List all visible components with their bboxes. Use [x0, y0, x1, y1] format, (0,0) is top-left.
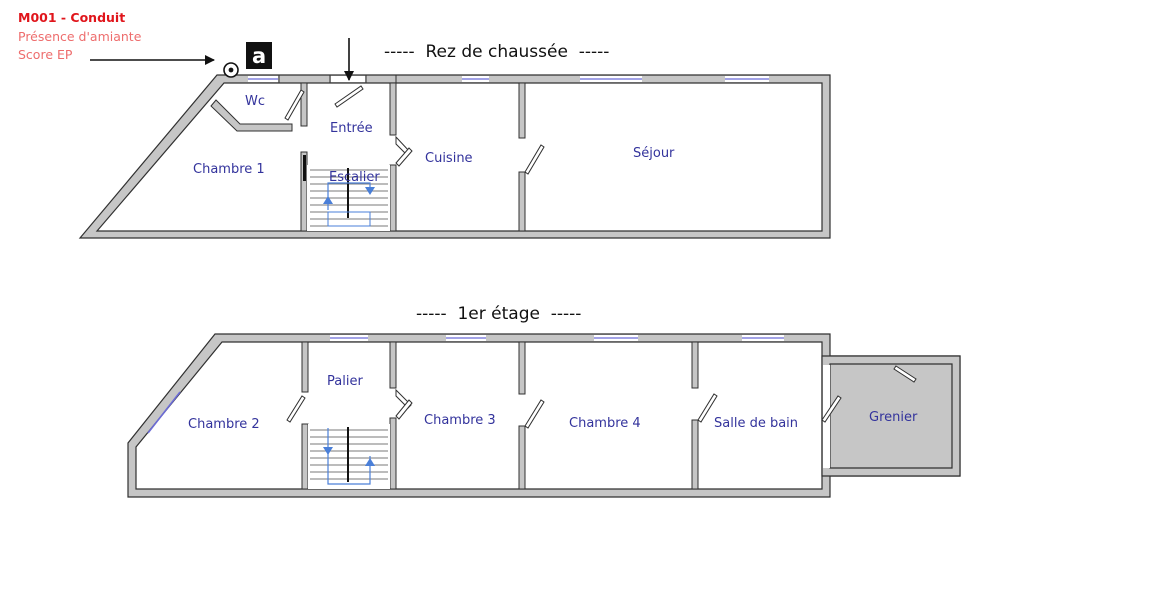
marker-badge: [246, 42, 272, 69]
legend: M001 - Conduit Présence d'amiante Score …: [18, 9, 141, 65]
stair-up-arrow-icon: [323, 196, 333, 204]
room-label-chambre2: Chambre 2: [188, 417, 260, 432]
sample-marker: a: [223, 42, 272, 78]
ground-floor: Wc Chambre 1 Entrée Escalier Cuisine Séj…: [78, 42, 831, 239]
room-label-entree: Entrée: [330, 121, 373, 136]
room-label-cuisine: Cuisine: [425, 151, 473, 166]
stair-down-arrow-icon: [323, 447, 333, 455]
ground-windows: [248, 75, 769, 83]
chambre3-chambre4-wall: [518, 341, 526, 395]
chambre2-palier-wall: [301, 341, 309, 393]
first-floor-title: ----- 1er étage -----: [416, 304, 581, 324]
stair-cuisine-wall: [389, 164, 397, 232]
room-label-wc: Wc: [245, 94, 265, 109]
stair-down-arrow-icon: [365, 187, 375, 195]
cuisine-sejour-wall: [518, 82, 526, 139]
legend-line-1: Présence d'amiante: [18, 28, 142, 44]
room-label-chambre3: Chambre 3: [424, 413, 496, 428]
ground-staircase: [307, 165, 390, 231]
entree-cuisine-wall: [389, 82, 397, 136]
cuisine-sejour-wall-lower: [518, 171, 526, 232]
palier-chambre3-wall: [389, 341, 397, 389]
first-floor-staircase: [308, 424, 390, 489]
marker-letter: a: [252, 44, 266, 68]
chambre1-stair-wall-dark: [303, 155, 306, 181]
ground-doors: [284, 85, 545, 175]
wc-entree-wall: [300, 82, 308, 127]
first-floor-doors: [286, 365, 917, 429]
chambre3-chambre4-wall-lower: [518, 425, 526, 490]
entrance-gap: [331, 76, 365, 82]
room-label-salle-de-bain: Salle de bain: [714, 416, 798, 431]
chambre2-stair-wall: [301, 423, 309, 490]
wc-partition: [210, 99, 293, 132]
first-floor-windows: [147, 335, 784, 434]
stair-chambre3-wall: [389, 417, 397, 490]
room-label-sejour: Séjour: [633, 146, 675, 161]
ground-floor-title: ----- Rez de chaussée -----: [384, 42, 609, 62]
chambre4-sdb-wall-lower: [691, 419, 699, 490]
room-label-grenier: Grenier: [869, 410, 918, 425]
first-floor: Palier Chambre 2 Chambre 3 Chambre 4 Sal…: [127, 304, 961, 498]
legend-code: M001 - Conduit: [18, 10, 126, 25]
room-label-chambre1: Chambre 1: [193, 162, 265, 177]
room-label-palier: Palier: [327, 374, 363, 389]
stair-up-arrow-icon: [365, 458, 375, 466]
legend-line-2: Score EP: [18, 47, 73, 62]
chambre4-sdb-wall: [691, 341, 699, 389]
room-label-escalier: Escalier: [329, 170, 380, 185]
ground-floor-outer-wall: [78, 74, 831, 239]
room-label-chambre4: Chambre 4: [569, 416, 641, 431]
